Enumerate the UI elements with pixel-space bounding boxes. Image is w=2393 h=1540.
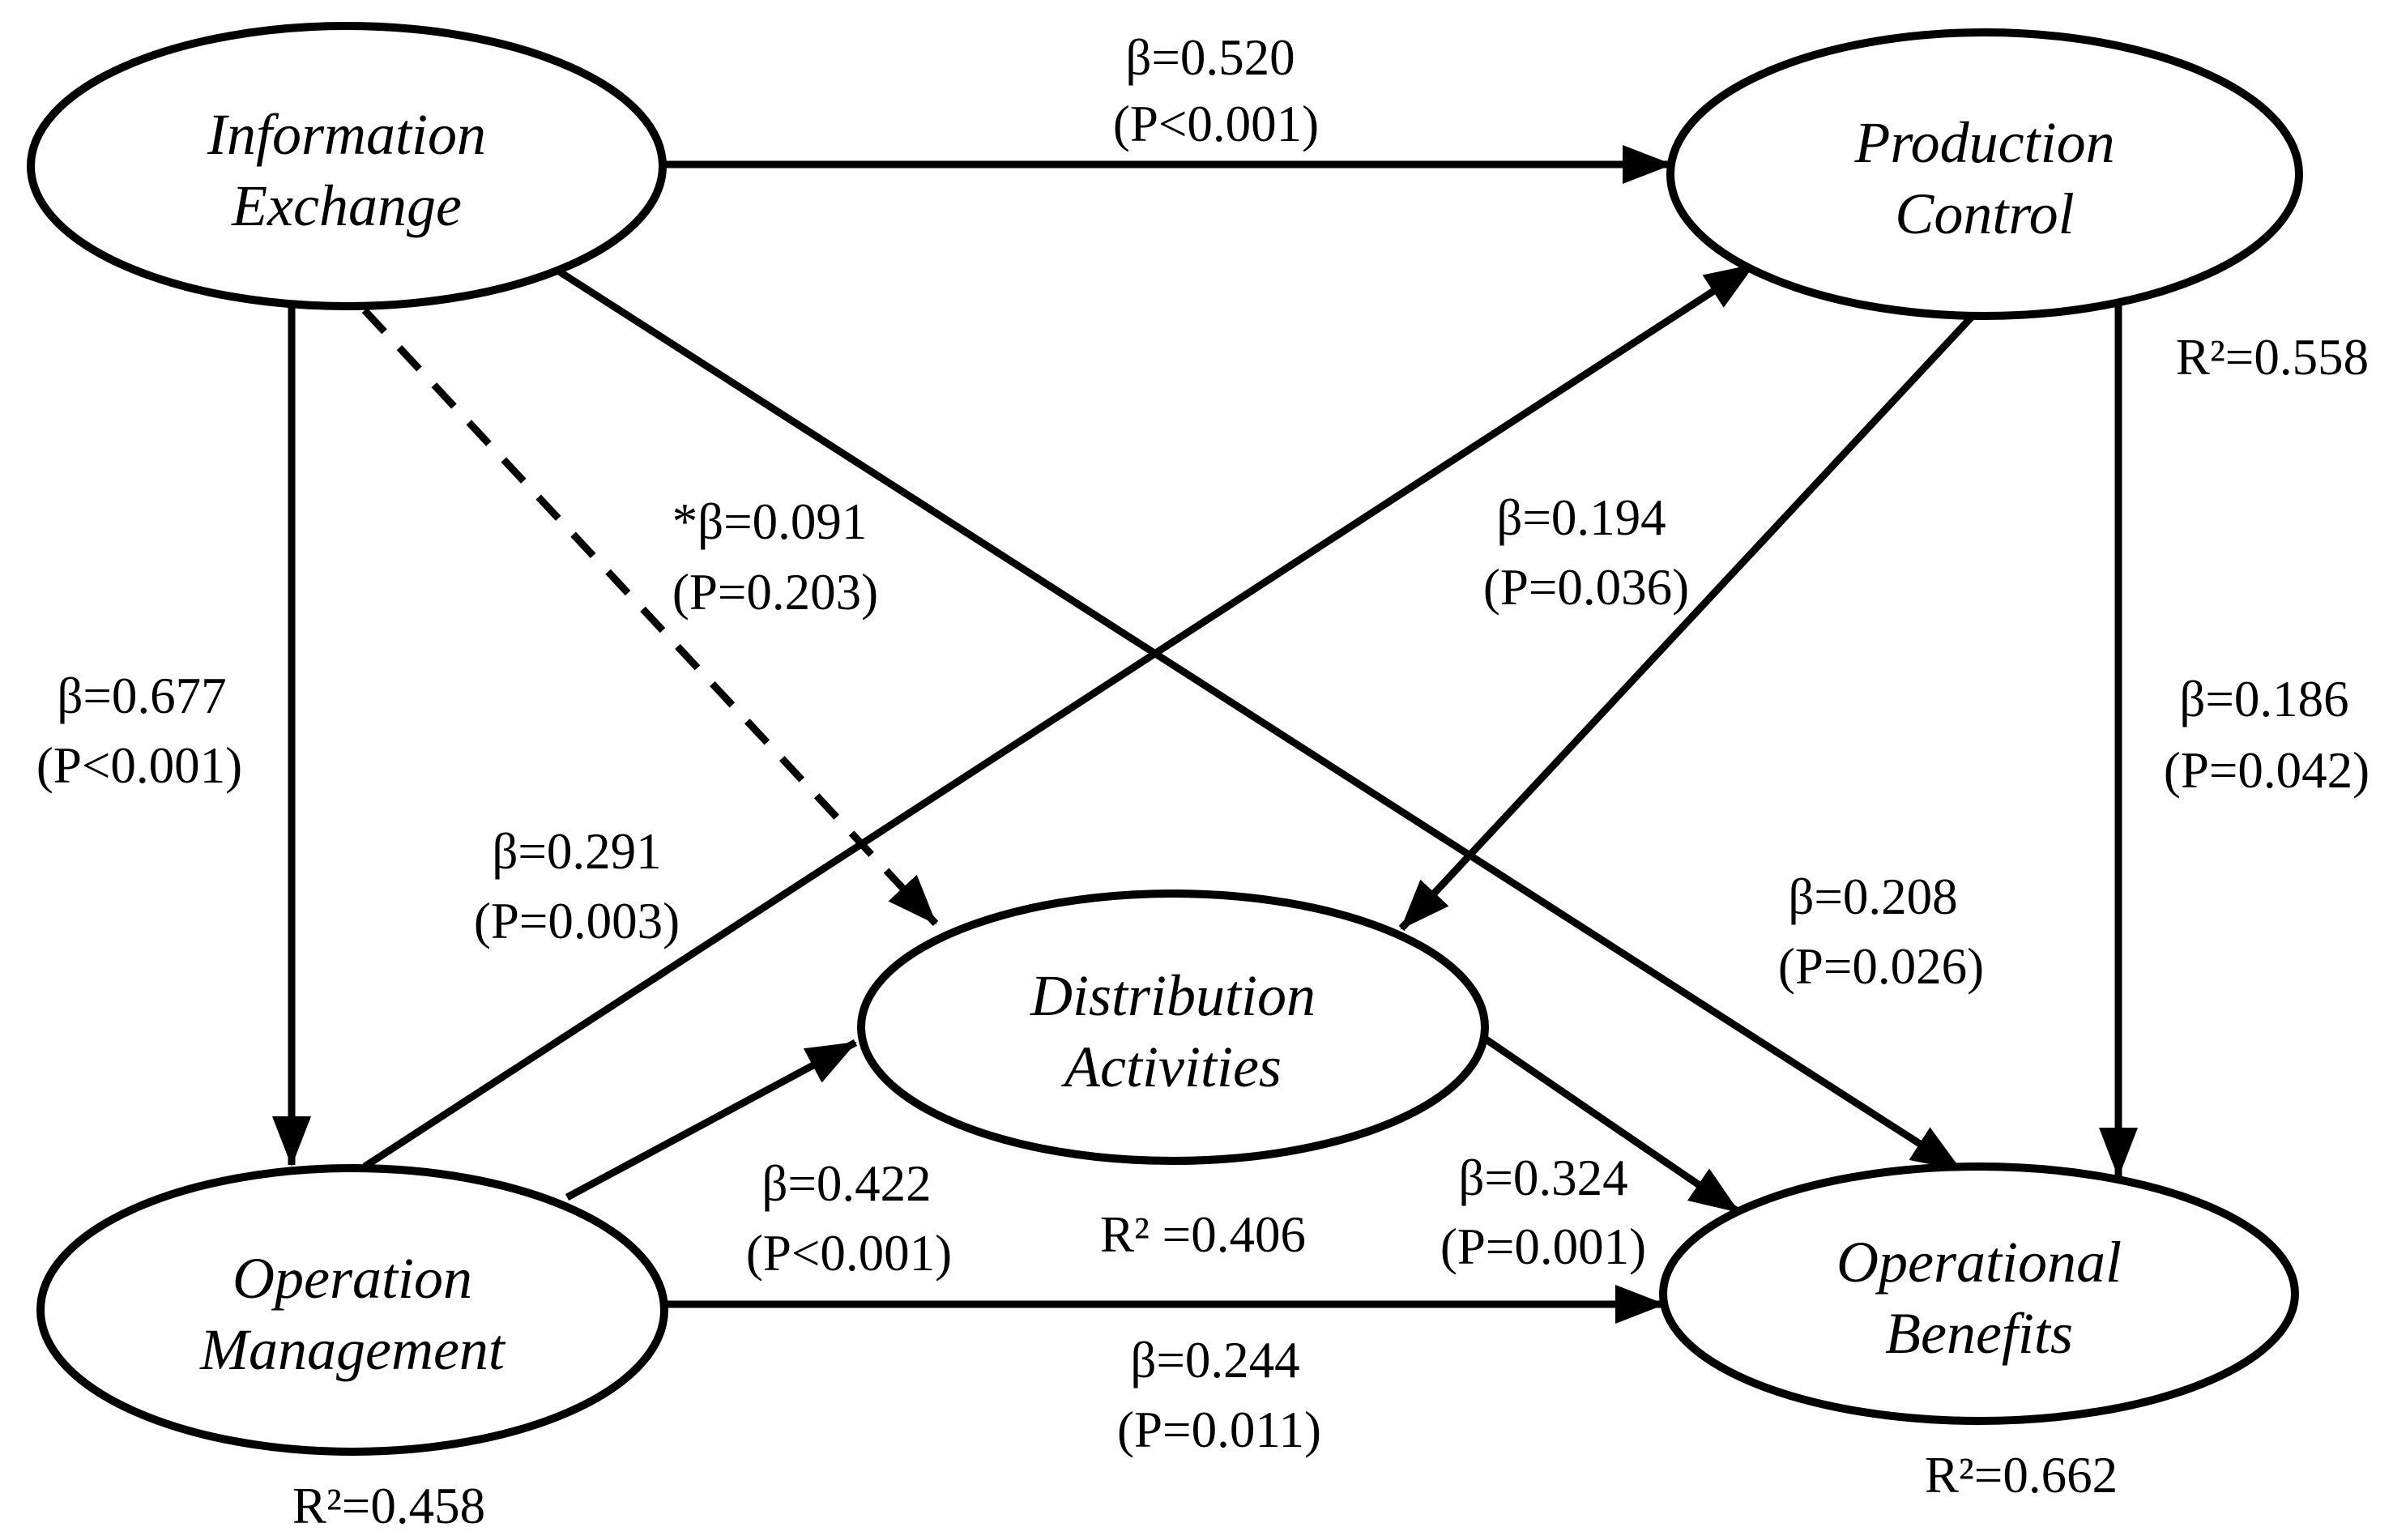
edge-distribution-activities-to-operational-benefits: β=0.324 (P=0.001) xyxy=(1440,1034,1741,1275)
edge-production-control-to-distribution-activities-path xyxy=(1398,313,1976,932)
distribution-activities-label-line2: Activities xyxy=(1061,1034,1282,1099)
edge-information-exchange-to-distribution-activities: *β=0.091 (P=0.203) xyxy=(361,307,939,927)
distribution-activities-r-squared: R² =0.406 xyxy=(1100,1206,1306,1263)
edge-production-control-to-operational-benefits: β=0.186 (P=0.042) xyxy=(2099,301,2370,1178)
node-production-control: Production Control R²=0.558 xyxy=(1666,28,2369,386)
edge-operation-management-to-distribution-activities-path xyxy=(565,1039,858,1201)
edge-information-exchange-to-operational-benefits-p-value-label: (P=0.026) xyxy=(1778,938,1984,995)
edge-production-control-to-operational-benefits-p-value-label: (P=0.042) xyxy=(2164,742,2370,799)
edge-information-exchange-to-operational-benefits: β=0.208 (P=0.026) xyxy=(557,268,1984,1173)
operation-management-r-squared: R²=0.458 xyxy=(292,1478,485,1534)
production-control-label-line1: Production xyxy=(1853,110,2114,175)
node-operation-management: Operation Management R²=0.458 xyxy=(36,1164,668,1534)
operational-benefits-label-line1: Operational xyxy=(1836,1230,2122,1295)
information-exchange-label-line1: Information xyxy=(207,102,486,167)
edge-production-control-to-distribution-activities-beta-label: β=0.194 xyxy=(1496,489,1666,546)
operational-benefits-r-squared: R²=0.662 xyxy=(1925,1447,2118,1504)
edge-operation-management-to-operational-benefits-beta-label: β=0.244 xyxy=(1130,1332,1299,1389)
edge-information-exchange-to-production-control-p-value-label: (P<0.001) xyxy=(1113,96,1319,152)
edge-production-control-to-operational-benefits-beta-label: β=0.186 xyxy=(2179,671,2348,727)
edge-information-exchange-to-distribution-activities-path xyxy=(361,307,939,927)
distribution-activities-label-line1: Distribution xyxy=(1030,963,1316,1028)
node-operational-benefits: Operational Benefits R²=0.662 xyxy=(1659,1162,2299,1504)
operation-management-label-line1: Operation xyxy=(232,1246,472,1311)
edge-information-exchange-to-operational-benefits-beta-label: β=0.208 xyxy=(1788,868,1957,925)
edge-production-control-to-distribution-activities-p-value-label: (P=0.036) xyxy=(1483,559,1689,616)
node-information-exchange: Information Exchange xyxy=(27,22,667,310)
edge-operation-management-to-production-control: β=0.291 (P=0.003) xyxy=(362,262,1756,1170)
edge-information-exchange-to-distribution-activities-beta-label: *β=0.091 xyxy=(672,493,868,550)
edge-information-exchange-to-production-control: β=0.520 (P<0.001) xyxy=(663,29,1673,184)
edge-information-exchange-to-production-control-beta-label: β=0.520 xyxy=(1125,29,1295,86)
edge-operation-management-to-production-control-beta-label: β=0.291 xyxy=(492,823,661,880)
edge-information-exchange-to-distribution-activities-p-value-label: (P=0.203) xyxy=(672,564,878,621)
edge-production-control-to-distribution-activities: β=0.194 (P=0.036) xyxy=(1398,313,1976,932)
edge-operation-management-to-distribution-activities-beta-label: β=0.422 xyxy=(761,1155,931,1212)
edge-operation-management-to-operational-benefits: β=0.244 (P=0.011) xyxy=(664,1285,1666,1458)
edge-distribution-activities-to-operational-benefits-path xyxy=(1480,1034,1741,1215)
operation-management-label-line2: Management xyxy=(199,1317,506,1382)
operational-benefits-ellipse xyxy=(1659,1162,2299,1425)
edge-operation-management-to-production-control-path xyxy=(362,262,1756,1170)
production-control-label-line2: Control xyxy=(1895,181,2074,246)
edge-operation-management-to-operational-benefits-p-value-label: (P=0.011) xyxy=(1117,1401,1321,1458)
edge-distribution-activities-to-operational-benefits-p-value-label: (P=0.001) xyxy=(1440,1218,1646,1275)
edge-information-exchange-to-operation-management: β=0.677 (P<0.001) xyxy=(36,306,311,1167)
edge-information-exchange-to-operational-benefits-path xyxy=(557,268,1963,1173)
node-distribution-activities: Distribution Activities R² =0.406 xyxy=(857,889,1489,1263)
edge-information-exchange-to-operation-management-beta-label: β=0.677 xyxy=(57,668,226,724)
edge-operation-management-to-distribution-activities-p-value-label: (P<0.001) xyxy=(746,1225,952,1282)
edge-operation-management-to-distribution-activities: β=0.422 (P<0.001) xyxy=(565,1039,952,1282)
edge-distribution-activities-to-operational-benefits-beta-label: β=0.324 xyxy=(1458,1150,1627,1206)
operation-management-ellipse xyxy=(36,1164,668,1456)
edge-information-exchange-to-operation-management-p-value-label: (P<0.001) xyxy=(36,737,242,794)
edge-operation-management-to-production-control-p-value-label: (P=0.003) xyxy=(474,893,680,949)
production-control-ellipse xyxy=(1666,28,2303,320)
production-control-r-squared: R²=0.558 xyxy=(2176,329,2369,386)
information-exchange-label-line2: Exchange xyxy=(231,173,462,238)
operational-benefits-label-line2: Benefits xyxy=(1885,1301,2073,1366)
information-exchange-ellipse xyxy=(27,22,667,310)
distribution-activities-ellipse xyxy=(857,889,1489,1165)
